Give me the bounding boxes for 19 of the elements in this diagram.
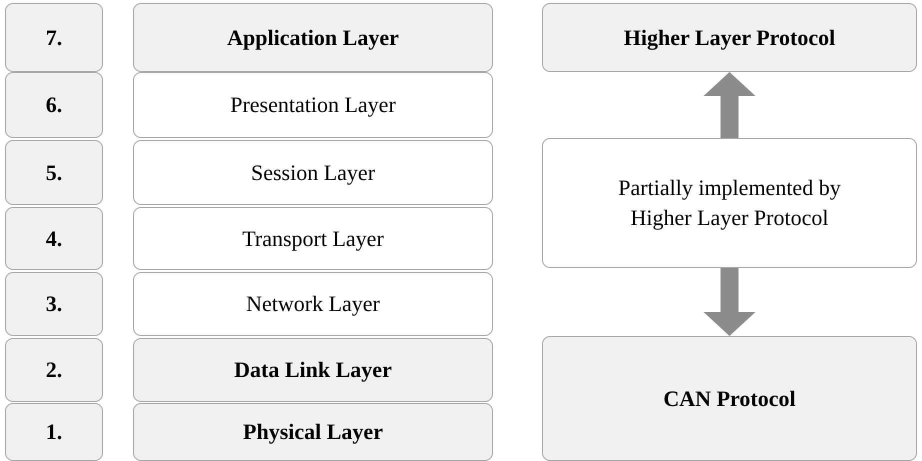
layer-box: 3. — [5, 272, 103, 336]
layer-box: Data Link Layer — [133, 338, 493, 402]
layer-box: 6. — [5, 72, 103, 138]
layer-box: Session Layer — [133, 140, 493, 205]
layer-box: Transport Layer — [133, 207, 493, 270]
layer-box: 4. — [5, 207, 103, 270]
layer-box: 7. — [5, 3, 103, 72]
note-box: Partially implemented by Higher Layer Protocol — [542, 138, 917, 268]
layer-box: 2. — [5, 338, 103, 402]
layer-box: Higher Layer Protocol — [542, 3, 917, 72]
layer-box: 1. — [5, 403, 103, 461]
arrow — [704, 72, 756, 138]
layer-box: Application Layer — [133, 3, 493, 72]
layer-box: Network Layer — [133, 272, 493, 336]
layer-box: Physical Layer — [133, 403, 493, 461]
layer-box: CAN Protocol — [542, 336, 917, 461]
layer-box: Presentation Layer — [133, 72, 493, 138]
arrow — [704, 268, 756, 336]
layer-box: 5. — [5, 140, 103, 205]
